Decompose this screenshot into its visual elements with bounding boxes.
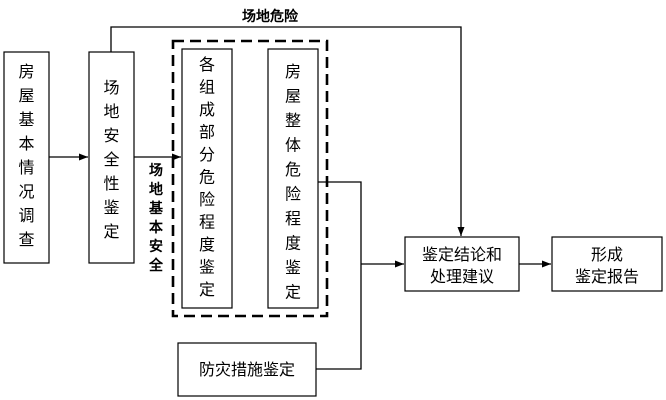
disaster-prevention-box: 防灾措施鉴定 [177,342,317,397]
house-survey-label: 房屋基本情况调查 [18,62,34,249]
danger-assessment-group [171,39,329,318]
component-danger-box: 各组成部分危险程度鉴定 [181,48,233,309]
report-label-line1: 形成 [591,245,623,264]
conclusion-label-line1: 鉴定结论和 [422,245,502,264]
house-survey-box: 房屋基本情况调查 [3,51,50,264]
component-danger-label: 各组成部分危险程度鉴定 [199,55,215,299]
overall-danger-box: 房屋整体危险程度鉴定 [267,48,319,309]
conclusion-label-line2: 处理建议 [430,267,494,286]
report-box: 形成 鉴定报告 [551,236,663,292]
site-danger-edge-label: 场地危险 [242,8,299,25]
connector-overall-to-junction [318,181,362,264]
conclusion-box: 鉴定结论和 处理建议 [404,236,520,292]
connector-disaster-to-junction [316,264,362,370]
overall-danger-label: 房屋整体危险程度鉴定 [285,62,301,302]
disaster-prevention-label: 防灾措施鉴定 [199,360,295,379]
report-label-line2: 鉴定报告 [575,267,639,286]
site-safe-edge-label: 场地基本安全 [148,163,164,274]
site-safety-box: 场地安全性鉴定 [88,51,135,264]
arrow-site-danger-to-conclusion [110,26,465,236]
site-safety-label: 场地安全性鉴定 [103,78,119,241]
